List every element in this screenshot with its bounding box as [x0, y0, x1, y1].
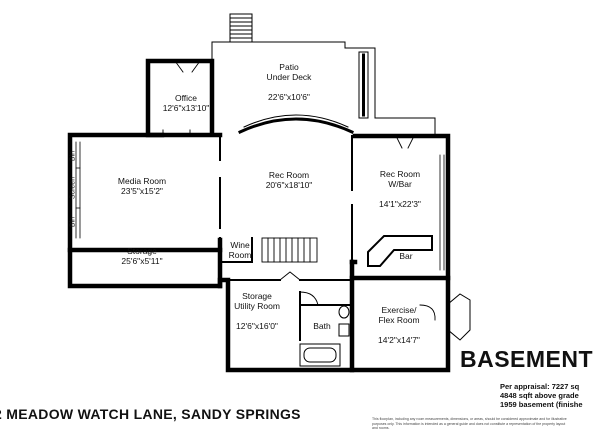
bar-counter	[367, 235, 433, 267]
room-label-rec-room: Rec Room 20'6"x18'10"	[265, 170, 313, 190]
appraisal-note: Per appraisal: 7227 sq 4848 sqft above g…	[500, 382, 583, 409]
floor-plan-drawing	[67, 13, 471, 373]
floor-title: BASEMENT	[460, 346, 593, 372]
room-label-bar: Bar	[399, 251, 413, 261]
room-label-storage: Storage 25'6"x5'11"	[121, 246, 163, 266]
rec-bar-double-door	[395, 135, 415, 149]
room-label-patio: Patio Under Deck 22'6"x10'6"	[266, 62, 312, 102]
patio-outline	[211, 13, 436, 137]
room-label-wine-room: Wine Room	[228, 240, 252, 260]
room-label-exercise-room: Exercise/ Flex Room 14'2"x14'7"	[378, 305, 420, 345]
room-label-office: Office 12'6"x13'10"	[162, 93, 210, 113]
deck-stair-rail	[358, 51, 369, 119]
bath-fixtures	[299, 305, 350, 367]
appraisal-line-1: Per appraisal: 7227 sq	[500, 382, 580, 391]
interior-walls	[219, 134, 436, 341]
disclaimer-text: This floorplan, including any room measu…	[372, 417, 567, 430]
curved-window-wall	[238, 117, 354, 134]
room-label-utility-room: Storage Utility Room 12'6"x16'0"	[234, 291, 280, 331]
right-windows	[439, 154, 445, 271]
media-room-windows	[75, 141, 81, 239]
media-screen-label: Screen	[69, 176, 77, 200]
appraisal-line-2: 4848 sqft above grade	[500, 391, 579, 400]
appraisal-line-3: 1959 basement (finishe	[500, 400, 583, 409]
room-label-bath: Bath	[313, 321, 331, 331]
door-swings	[279, 271, 436, 321]
exercise-room-landing	[447, 293, 471, 341]
office-double-door	[162, 60, 201, 136]
floor-plan-page: Office 12'6"x13'10" Patio Under Deck 22'…	[0, 13, 593, 430]
staircase	[261, 237, 318, 263]
room-label-rec-room-bar: Rec Room W/Bar 14'1"x22'3"	[379, 169, 421, 209]
room-label-media-room: Media Room 23'5"x15'2"	[117, 176, 167, 196]
media-bin-label-bottom: Bin	[69, 216, 77, 228]
property-address: 2 MEADOW WATCH LANE, SANDY SPRINGS	[0, 406, 301, 422]
media-bin-label-top: Bin	[69, 150, 77, 162]
